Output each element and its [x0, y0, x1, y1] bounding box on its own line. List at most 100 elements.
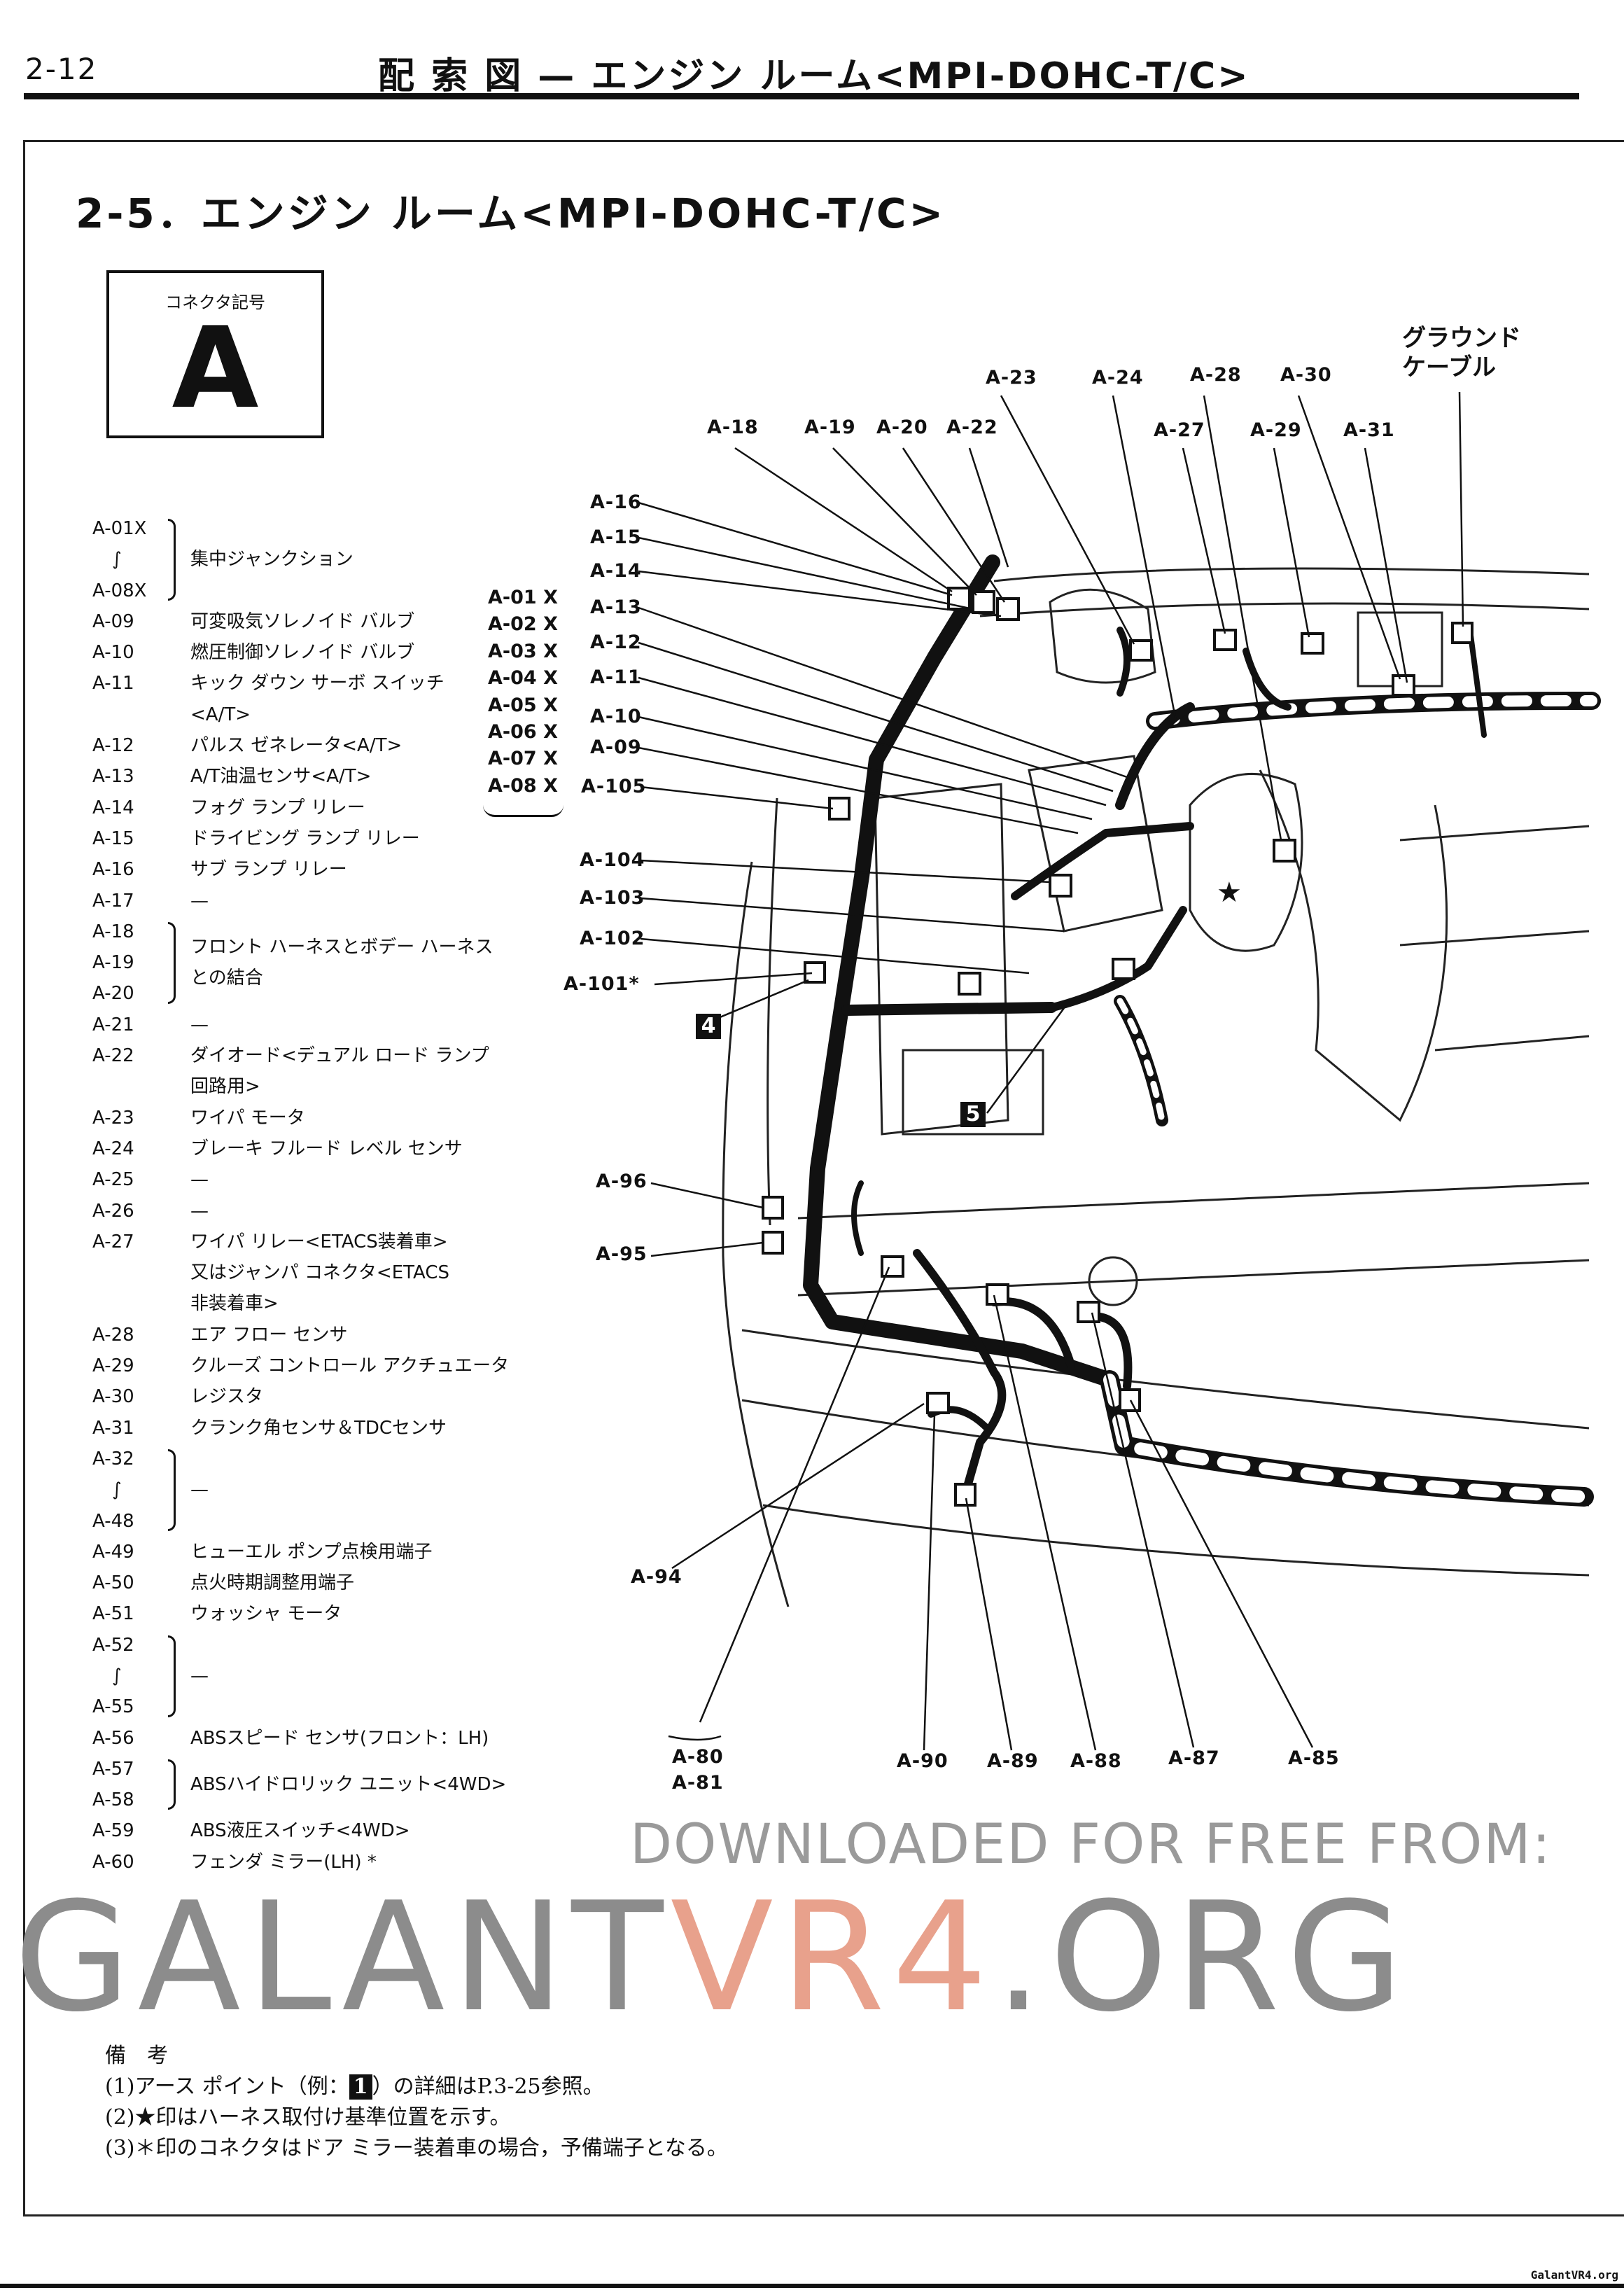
legend-description-line: ABS液圧スイッチ<4WD> — [190, 1820, 410, 1842]
legend-bracket — [165, 1630, 189, 1723]
legend-code: A-22 — [92, 1045, 134, 1067]
legend-codes: A-09 — [92, 606, 165, 637]
note-3: (3)＊印のコネクタはドア ミラー装着車の場合，予備端子となる。 — [105, 2136, 728, 2160]
legend-codes: A-11 — [92, 668, 165, 730]
legend-entry: A-52∫A-55— — [92, 1630, 540, 1723]
legend-description: サブ ランプ リレー — [189, 854, 540, 885]
legend-code: A-30 — [92, 1386, 134, 1408]
watermark-download-text: DOWNLOADED FOR FREE FROM: — [630, 1813, 1552, 1876]
callout-a95: A-95 — [596, 1243, 648, 1265]
content-frame — [23, 140, 1624, 2216]
legend-description-line: フェンダ ミラー(LH) * — [190, 1851, 377, 1873]
footer-rule — [0, 2284, 1624, 2288]
legend-codes: A-25 — [92, 1164, 165, 1195]
legend-description: ウォッシャ モータ — [189, 1598, 540, 1629]
junction-brace — [483, 805, 564, 817]
legend-code: A-01X — [92, 518, 147, 539]
connector-code-letter: A — [172, 302, 259, 433]
legend-description: ワイパ モータ — [189, 1103, 540, 1133]
legend-description-line: ウォッシャ モータ — [190, 1603, 342, 1625]
legend-description: フォグ ランプ リレー — [189, 793, 540, 823]
watermark-site-c: .ORG — [994, 1869, 1410, 2045]
legend-description: レジスタ — [189, 1381, 540, 1412]
legend-code: A-29 — [92, 1355, 134, 1377]
notes-heading: 備 考 — [105, 2044, 168, 2068]
legend-description: — — [189, 1010, 540, 1040]
junction-label: A-03 X — [488, 640, 558, 662]
callout-a12: A-12 — [590, 631, 642, 653]
callout-a14: A-14 — [590, 560, 642, 582]
legend-codes: A-16 — [92, 854, 165, 885]
legend-description: ヒューエル ポンプ点検用端子 — [189, 1537, 540, 1568]
legend-codes: A-23 — [92, 1103, 165, 1133]
harness-reference-star-icon: ★ — [1217, 877, 1242, 909]
callout-a18: A-18 — [707, 417, 759, 438]
legend-description-line: — — [190, 1200, 209, 1222]
legend-code: ∫ — [112, 1665, 122, 1687]
legend-codes: A-56 — [92, 1723, 165, 1754]
junction-label: A-02 X — [488, 613, 558, 636]
legend-codes: A-14 — [92, 793, 165, 823]
callout-a19: A-19 — [804, 417, 856, 438]
legend-codes: A-52∫A-55 — [92, 1630, 165, 1723]
legend-codes: A-50 — [92, 1568, 165, 1598]
legend-description-line: ABSスピード センサ(フロント：LH) — [190, 1727, 489, 1749]
legend-code: A-18 — [92, 921, 134, 942]
legend-description: 燃圧制御ソレノイド バルブ — [189, 637, 540, 668]
callout-a28: A-28 — [1190, 364, 1242, 386]
callout-a23: A-23 — [986, 367, 1037, 389]
legend-code: A-51 — [92, 1603, 134, 1625]
callout-a31: A-31 — [1343, 419, 1395, 441]
callout-a29: A-29 — [1250, 419, 1302, 441]
legend-codes: A-24 — [92, 1133, 165, 1164]
legend-code: A-49 — [92, 1541, 134, 1563]
legend-entry: A-16 サブ ランプ リレー — [92, 854, 540, 885]
legend-description-line: ワイパ モータ — [190, 1107, 305, 1129]
legend-description: ABS液圧スイッチ<4WD> — [189, 1815, 540, 1846]
header-rule — [24, 93, 1579, 99]
legend-description: — — [189, 886, 540, 916]
callout-a96: A-96 — [596, 1171, 648, 1192]
ground-point-example-mark: 1 — [349, 2074, 372, 2100]
callout-a81: A-81 — [672, 1772, 724, 1794]
legend-description-line: ダイオード<デュアル ロード ランプ — [190, 1045, 489, 1067]
notes: 備 考 (1)アース ポイント（例：1）の詳細はP.3-25参照。 (2)★印は… — [105, 2041, 728, 2164]
legend-description: — — [189, 1474, 540, 1505]
legend-description-line: — — [190, 1169, 209, 1191]
legend-description-line: 非装着車> — [190, 1293, 279, 1315]
legend-description-line: A/T油温センサ<A/T> — [190, 766, 372, 788]
legend-entry: A-25 — — [92, 1164, 540, 1195]
legend-description-line: ワイパ リレー<ETACS装着車> — [190, 1231, 448, 1252]
legend-code: ∫ — [112, 1479, 122, 1501]
legend-description: キック ダウン サーボ スイッチ<A/T> — [189, 668, 540, 730]
legend-description-line: — — [190, 1479, 209, 1501]
legend-description-line: パルス ゼネレータ<A/T> — [190, 735, 402, 757]
legend-description: クルーズ コントロール アクチュエータ — [189, 1350, 540, 1381]
legend-description: — — [189, 1164, 540, 1195]
junction-label: A-06 X — [488, 721, 558, 743]
callout-a24: A-24 — [1092, 367, 1144, 389]
callout-a10: A-10 — [590, 706, 642, 727]
legend-description: フェンダ ミラー(LH) * — [189, 1847, 540, 1878]
legend-code: A-12 — [92, 735, 134, 757]
legend-description: クランク角センサ＆TDCセンサ — [189, 1413, 540, 1444]
connectors — [762, 587, 1474, 1507]
legend-code: A-15 — [92, 828, 134, 849]
callout-a104: A-104 — [580, 849, 645, 871]
callout-a88: A-88 — [1070, 1750, 1122, 1772]
legend-description: A/T油温センサ<A/T> — [189, 761, 540, 792]
legend-code: A-19 — [92, 952, 134, 974]
legend-description: フロント ハーネスとボデー ハーネスとの結合 — [189, 932, 540, 994]
legend-entry: A-11 キック ダウン サーボ スイッチ<A/T> — [92, 668, 540, 730]
watermark-site-a: GALANT — [14, 1869, 671, 2045]
legend-entry: A-49 ヒューエル ポンプ点検用端子 — [92, 1537, 540, 1568]
legend-codes: A-21 — [92, 1010, 165, 1040]
legend-code: A-23 — [92, 1107, 134, 1129]
